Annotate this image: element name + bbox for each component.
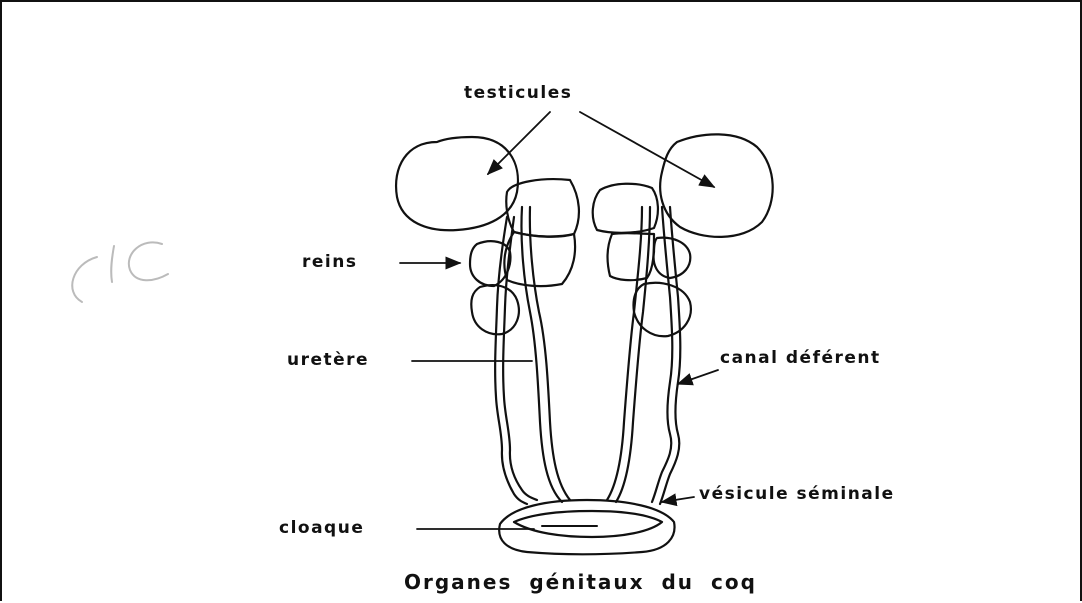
- left-ureter: [521, 207, 570, 502]
- label-testicules: testicules: [464, 85, 572, 102]
- label-vesicule-seminale: vésicule séminale: [699, 486, 895, 503]
- right-ductus-deferens: [652, 207, 680, 504]
- cloaca: [499, 500, 674, 554]
- left-kidney: [470, 179, 579, 334]
- label-pointers: [400, 112, 718, 529]
- label-uretere: uretère: [287, 352, 369, 369]
- label-cloaque: cloaque: [279, 520, 364, 537]
- stamp-mark: [72, 242, 168, 302]
- right-testis: [660, 134, 773, 237]
- right-ureter: [607, 207, 650, 502]
- label-reins: reins: [302, 254, 357, 271]
- label-canal-deferent: canal déférent: [720, 350, 881, 367]
- diagram-caption: Organes génitaux du coq: [404, 572, 757, 592]
- left-testis: [396, 137, 518, 230]
